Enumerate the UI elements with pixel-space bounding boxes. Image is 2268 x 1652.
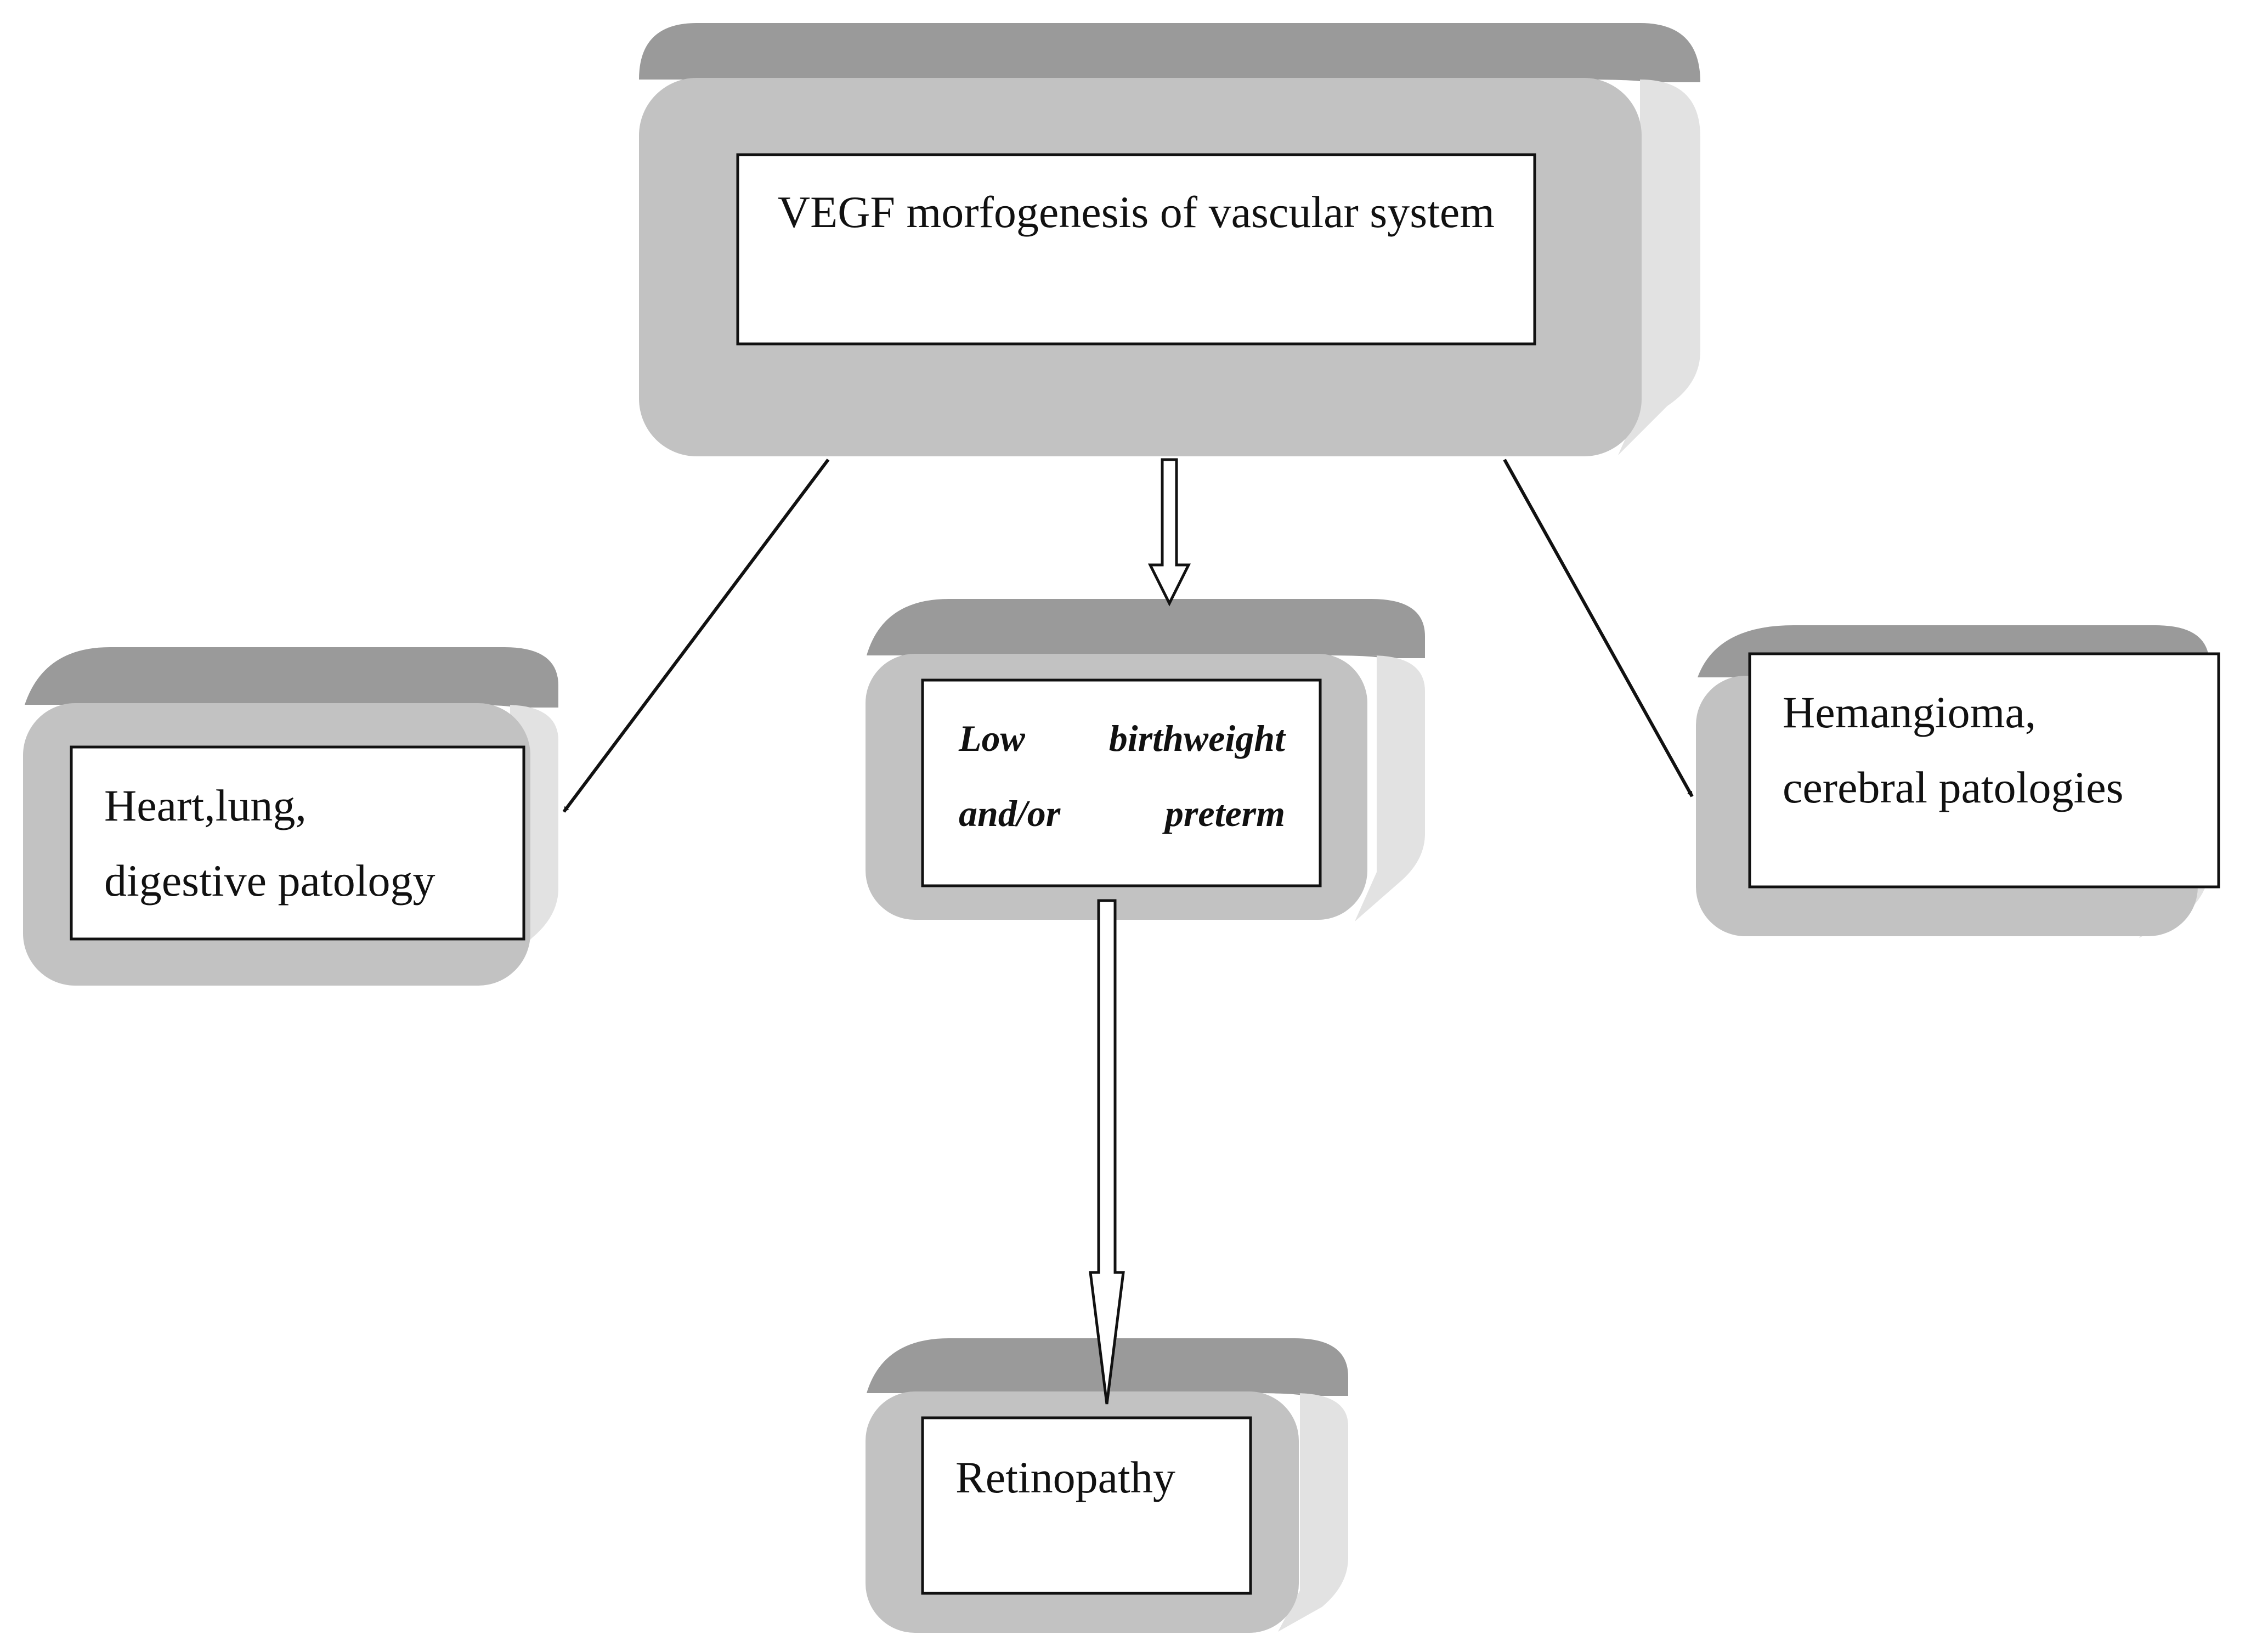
middle-label-box: [921, 678, 1322, 887]
hollow-arrow-root-to-middle: [1147, 458, 1191, 607]
bottom-block: [866, 1338, 1348, 1633]
root-block: [639, 23, 1700, 456]
arrow-root-to-left: [562, 459, 830, 813]
hollow-arrow-middle-to-bottom: [1089, 899, 1125, 1405]
left-node-line-1: Heart,lung,: [104, 780, 307, 830]
right-node-line-2: cerebral patologies: [1783, 762, 2124, 812]
bottom-label-box: [921, 1416, 1252, 1595]
right-node-line-1: Hemangioma,: [1783, 687, 2037, 737]
middle-block: [866, 599, 1425, 921]
right-block: [1696, 625, 2220, 938]
middle-block-side: [1355, 655, 1425, 921]
middle-node-label: Low birthweight and/or preterm: [959, 701, 1285, 855]
middle-block-top: [867, 599, 1425, 658]
left-node-line-2: digestive patology: [104, 856, 435, 906]
root-node-text: VEGF morfogenesis of vascular system: [777, 187, 1495, 237]
root-label-box: [736, 153, 1536, 346]
root-block-side: [1618, 80, 1700, 455]
left-node-label: Heart,lung, digestive patology: [104, 768, 499, 921]
right-node-label: Hemangioma, cerebral patologies: [1783, 675, 2199, 828]
left-block-top: [25, 647, 558, 708]
left-label-box: [70, 745, 525, 941]
bottom-block-side: [1278, 1393, 1348, 1632]
arrow-root-to-right: [1503, 459, 1694, 797]
bottom-node-label: Retinopathy: [955, 1440, 1230, 1527]
root-block-top: [639, 23, 1700, 82]
root-node-label: VEGF morfogenesis of vascular system: [760, 174, 1513, 328]
left-block: [23, 647, 558, 986]
right-label-box: [1748, 652, 2220, 889]
middle-node-text: Low birthweight and/or preterm: [959, 717, 1285, 834]
bottom-node-text: Retinopathy: [955, 1452, 1175, 1502]
